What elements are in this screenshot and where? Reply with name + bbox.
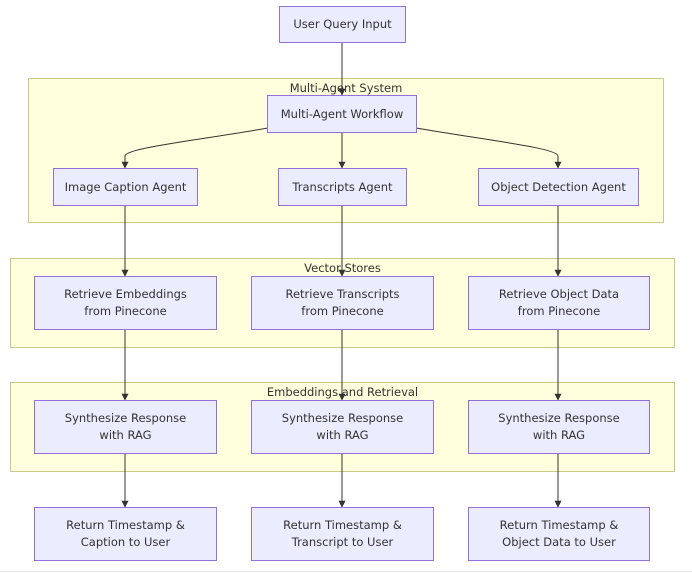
- node-return-timestamp-object-data: Return Timestamp & Object Data to User: [468, 507, 650, 561]
- node-retrieve-transcripts: Retrieve Transcripts from Pinecone: [251, 276, 434, 330]
- node-retrieve-object-data: Retrieve Object Data from Pinecone: [468, 276, 650, 330]
- node-object-detection-agent: Object Detection Agent: [478, 168, 639, 206]
- node-synthesize-response-3: Synthesize Response with RAG: [468, 400, 650, 454]
- node-user-query-input: User Query Input: [279, 6, 406, 43]
- edge-workflow-to-caption-agent: [121, 127, 269, 169]
- edge-workflow-to-object-agent: [415, 127, 562, 169]
- bottom-divider: [0, 571, 692, 572]
- node-transcripts-agent: Transcripts Agent: [278, 168, 407, 206]
- node-multi-agent-workflow: Multi-Agent Workflow: [267, 95, 417, 133]
- node-image-caption-agent: Image Caption Agent: [53, 168, 198, 206]
- node-synthesize-response-1: Synthesize Response with RAG: [34, 400, 217, 454]
- node-return-timestamp-transcript: Return Timestamp & Transcript to User: [251, 507, 434, 561]
- group-label-multi-agent-system: Multi-Agent System: [289, 81, 403, 95]
- node-retrieve-embeddings: Retrieve Embeddings from Pinecone: [34, 276, 217, 330]
- node-synthesize-response-2: Synthesize Response with RAG: [251, 400, 434, 454]
- node-return-timestamp-caption: Return Timestamp & Caption to User: [34, 507, 217, 561]
